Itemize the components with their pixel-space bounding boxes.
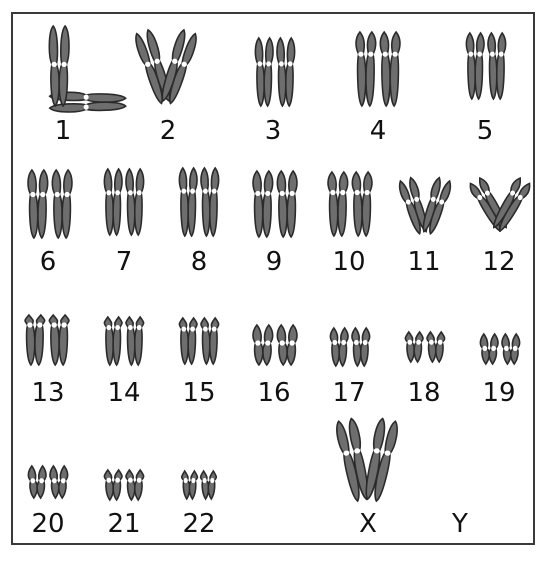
label-chromosome-10: 10 <box>332 247 365 277</box>
chromosome-16-b <box>276 323 298 367</box>
chromosome-pair-6 <box>27 168 73 240</box>
label-chromosome-9: 9 <box>266 247 283 277</box>
label-chromosome-y: Y <box>451 509 468 539</box>
label-chromosome-21: 21 <box>107 509 140 539</box>
label-layer: 1 2 3 4 5 6 7 8 9 10 11 12 13 14 15 16 1… <box>31 116 515 539</box>
chromosome-pair-10 <box>327 170 373 238</box>
chromosome-pair-1 <box>48 24 127 113</box>
label-chromosome-8: 8 <box>191 247 208 277</box>
chromosome-10-b <box>351 170 373 238</box>
chromosome-3-b <box>276 36 296 108</box>
chromosome-9-b <box>276 169 298 239</box>
chromosome-pair-9 <box>252 169 298 239</box>
label-chromosome-6: 6 <box>40 247 57 277</box>
label-chromosome-13: 13 <box>31 378 64 408</box>
chromosome-12-b <box>493 176 531 233</box>
label-chromosome-12: 12 <box>482 247 515 277</box>
label-chromosome-20: 20 <box>31 509 64 539</box>
chromosome-pair-8 <box>178 166 220 238</box>
chromosome-4-b <box>379 30 401 108</box>
chromosome-9-a <box>252 169 274 239</box>
chromosome-8-a <box>178 166 198 238</box>
chromosome-14-b <box>125 315 145 367</box>
chromosome-18-b <box>426 330 446 364</box>
chromosome-pair-4 <box>355 30 401 108</box>
chromosome-pair-18 <box>404 330 446 364</box>
label-chromosome-16: 16 <box>257 378 290 408</box>
chromosome-1-b <box>48 24 70 108</box>
label-chromosome-17: 17 <box>332 378 365 408</box>
chromosome-15-b <box>200 316 220 366</box>
label-chromosome-3: 3 <box>265 116 282 146</box>
chromosome-pair-17 <box>329 326 371 368</box>
chromosome-7-b <box>125 167 145 237</box>
chromosome-pair-7 <box>103 167 145 237</box>
chromosome-pair-13 <box>24 313 70 367</box>
chromosome-7-a <box>103 167 123 237</box>
label-chromosome-x: X <box>359 509 377 539</box>
chromosome-x-b <box>365 417 398 503</box>
label-chromosome-1: 1 <box>55 116 72 146</box>
chromosome-2-b <box>161 28 197 105</box>
chromosome-14-a <box>103 315 123 367</box>
chromosome-pair-12 <box>469 176 531 233</box>
chromosome-pair-16 <box>252 323 298 367</box>
chromosome-6-a <box>27 168 49 240</box>
chromosome-10-a <box>327 170 349 238</box>
chromosome-20-a <box>27 464 47 500</box>
chromosome-pair-22 <box>180 469 218 501</box>
label-chromosome-5: 5 <box>477 116 494 146</box>
chromosome-5-b <box>487 31 507 101</box>
chromosome-22-a <box>180 469 199 501</box>
chromosome-19-b <box>501 332 521 366</box>
label-chromosome-22: 22 <box>182 509 215 539</box>
label-chromosome-11: 11 <box>407 247 440 277</box>
chromosome-21-a <box>103 468 123 502</box>
chromosome-18-a <box>404 330 424 364</box>
chromosome-pair-x <box>336 417 398 503</box>
label-chromosome-19: 19 <box>482 378 515 408</box>
chromosome-13-a <box>24 313 46 367</box>
chromosome-16-a <box>252 323 274 367</box>
chromosome-pair-14 <box>103 315 145 367</box>
label-chromosome-15: 15 <box>182 378 215 408</box>
chromosome-pair-15 <box>178 316 220 366</box>
label-chromosome-14: 14 <box>107 378 140 408</box>
chromosome-pair-2 <box>135 28 197 105</box>
chromosome-17-b <box>351 326 371 368</box>
chromosome-4-a <box>355 30 377 108</box>
chromosome-6-b <box>51 168 73 240</box>
chromosome-3-a <box>254 36 274 108</box>
label-chromosome-4: 4 <box>370 116 387 146</box>
chromosome-17-a <box>329 326 349 368</box>
chromosome-21-b <box>125 468 145 502</box>
label-chromosome-18: 18 <box>407 378 440 408</box>
chromosome-x-a <box>336 417 369 503</box>
chromosome-layer <box>24 24 531 503</box>
chromosome-5-a <box>465 31 485 101</box>
chromosome-19-a <box>479 332 499 366</box>
chromosome-pair-5 <box>465 31 507 101</box>
chromosome-13-b <box>48 313 70 367</box>
chromosome-22-b <box>199 469 218 501</box>
chromosome-8-b <box>200 166 220 238</box>
chromosome-pair-3 <box>254 36 296 108</box>
chromosome-pair-20 <box>27 464 69 500</box>
chromosome-pair-21 <box>103 468 145 502</box>
chromosome-20-b <box>49 464 69 500</box>
label-chromosome-7: 7 <box>116 247 133 277</box>
chromosome-15-a <box>178 316 198 366</box>
chromosome-11-b <box>422 176 452 235</box>
chromosome-pair-11 <box>398 176 452 235</box>
label-chromosome-2: 2 <box>160 116 177 146</box>
chromosome-pair-19 <box>479 332 521 366</box>
